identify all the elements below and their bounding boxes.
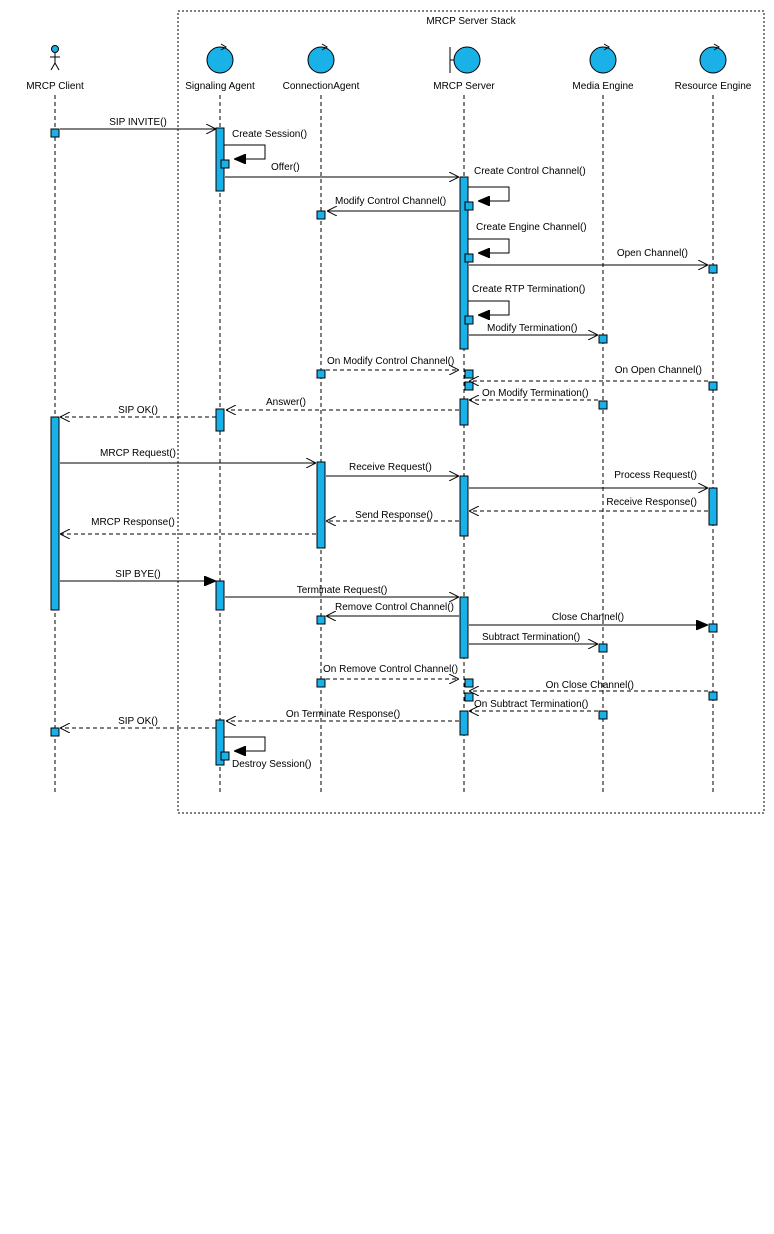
focus-box <box>464 369 474 379</box>
focus-box <box>464 692 474 702</box>
focus-box <box>316 615 326 625</box>
message-label: On Modify Control Channel() <box>327 356 454 367</box>
focus-box <box>598 710 608 720</box>
message-label: On Remove Control Channel() <box>323 664 458 675</box>
message-label: Answer() <box>266 397 306 408</box>
participant-label-signaling: Signaling Agent <box>185 81 255 92</box>
message-label: SIP OK() <box>118 405 158 416</box>
activation-bar <box>459 398 469 426</box>
focus-box <box>50 727 60 737</box>
focus-box <box>708 691 718 701</box>
message-label: On Close Channel() <box>546 680 634 691</box>
message-label: Terminate Request() <box>297 585 388 596</box>
participant-label-connection: ConnectionAgent <box>283 81 360 92</box>
control-icon <box>206 43 234 74</box>
message-label: On Subtract Termination() <box>474 699 588 710</box>
activation-bar <box>459 596 469 659</box>
participant-label-server: MRCP Server <box>433 81 495 92</box>
control-icon <box>589 43 617 74</box>
message-label: Send Response() <box>355 510 433 521</box>
self-message-arrow <box>468 300 510 315</box>
actor-icon <box>50 45 60 71</box>
focus-box <box>464 253 474 263</box>
message-label: Subtract Termination() <box>482 632 580 643</box>
focus-box <box>598 400 608 410</box>
message-label: On Open Channel() <box>615 365 702 376</box>
focus-box <box>708 264 718 274</box>
control-icon <box>699 43 727 74</box>
focus-box <box>598 643 608 653</box>
participant-label-resource: Resource Engine <box>675 81 752 92</box>
message-label: Create Control Channel() <box>474 166 586 177</box>
focus-box <box>316 369 326 379</box>
activation-bar <box>459 475 469 537</box>
self-message-arrow <box>224 144 266 159</box>
message-label: MRCP Response() <box>91 517 175 528</box>
focus-box <box>708 623 718 633</box>
frame-box <box>177 10 765 814</box>
activation-bar <box>316 461 326 549</box>
focus-box <box>464 315 474 325</box>
focus-box <box>316 210 326 220</box>
focus-box <box>464 381 474 391</box>
self-message-arrow <box>224 736 266 751</box>
message-label: Create RTP Termination() <box>472 284 585 295</box>
activation-bar <box>215 580 225 611</box>
message-label: Modify Termination() <box>487 323 577 334</box>
boundary-icon <box>449 46 481 74</box>
message-label: Process Request() <box>614 470 697 481</box>
message-label: Open Channel() <box>617 248 688 259</box>
message-label: Remove Control Channel() <box>335 602 454 613</box>
message-label: Close Channel() <box>552 612 624 623</box>
activation-bar <box>50 416 60 611</box>
message-label: On Terminate Response() <box>286 709 400 720</box>
self-message-arrow <box>468 238 510 253</box>
message-label: Modify Control Channel() <box>335 196 446 207</box>
focus-box <box>220 159 230 169</box>
control-icon <box>307 43 335 74</box>
focus-box <box>50 128 60 138</box>
message-label: Receive Request() <box>349 462 432 473</box>
message-label: Create Engine Channel() <box>476 222 587 233</box>
focus-box <box>464 201 474 211</box>
activation-bar <box>708 487 718 526</box>
message-label: Destroy Session() <box>232 759 311 770</box>
activation-bar <box>215 408 225 432</box>
message-label: MRCP Request() <box>100 448 176 459</box>
message-label: Receive Response() <box>606 497 697 508</box>
focus-box <box>464 678 474 688</box>
message-label: SIP OK() <box>118 716 158 727</box>
focus-box <box>708 381 718 391</box>
message-label: SIP INVITE() <box>109 117 167 128</box>
message-label: SIP BYE() <box>115 569 160 580</box>
activation-bar <box>215 719 225 766</box>
participant-label-media: Media Engine <box>572 81 634 92</box>
frame-title: MRCP Server Stack <box>426 16 516 27</box>
focus-box <box>316 678 326 688</box>
focus-box <box>598 334 608 344</box>
activation-bar <box>459 710 469 736</box>
participant-label-client: MRCP Client <box>26 81 84 92</box>
activation-bar <box>459 176 469 350</box>
self-message-arrow <box>468 186 510 201</box>
focus-box <box>220 751 230 761</box>
message-label: Create Session() <box>232 129 307 140</box>
message-label: On Modify Termination() <box>482 388 589 399</box>
message-label: Offer() <box>271 162 300 173</box>
